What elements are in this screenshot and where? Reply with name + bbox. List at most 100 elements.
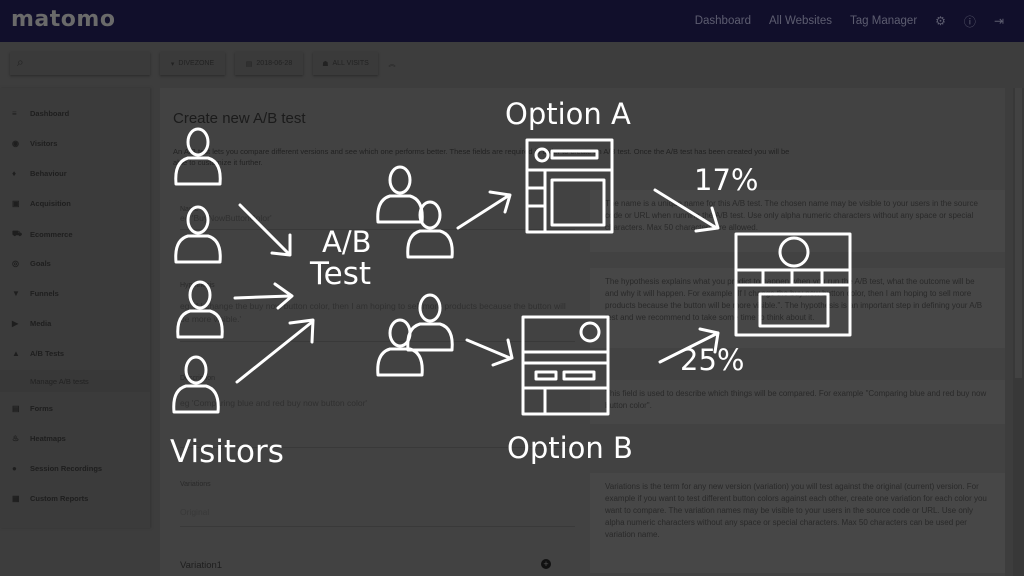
- sidebar: Manage A/B tests ≡ Dashboard ◉ Visitors ♦ Beh…: [0, 88, 150, 528]
- search-icon: ⌕: [17, 55, 24, 69]
- sidebar-item-label: Behaviour: [30, 169, 67, 178]
- sidebar-item-funnels[interactable]: ▼Funnels: [12, 289, 59, 298]
- sidebar-item-visitors[interactable]: ◉ Visitors: [12, 139, 57, 148]
- sidebar-icon: ▶: [12, 319, 19, 328]
- divider: [180, 526, 575, 527]
- sidebar-icon: ◎: [12, 259, 19, 268]
- sidebar-item-label: Acquisition: [30, 199, 71, 208]
- test-label: Test: [309, 256, 371, 292]
- nav-dashboard[interactable]: Dashboard: [694, 15, 751, 27]
- visitor-icons: [172, 127, 454, 414]
- segment-selector[interactable]: ☗ALL VISITS: [313, 52, 378, 75]
- info-icon[interactable]: ⓘ: [963, 14, 976, 29]
- sidebar-item-label: Goals: [30, 259, 51, 268]
- person-icon: [376, 318, 424, 377]
- description-label: Description: [180, 375, 216, 382]
- divider: [180, 341, 575, 342]
- person-icon: [376, 165, 424, 224]
- sidebar-item-label: Ecommerce: [30, 229, 73, 239]
- scrollbar-thumb[interactable]: [1015, 88, 1022, 378]
- option-b-label: Option B: [507, 431, 633, 465]
- toolbar: ⌕ ▾DIVEZONE ▤2018-06-28 ☗ALL VISITS ︽: [0, 52, 1024, 76]
- sidebar-item-label: Custom Reports: [30, 494, 89, 503]
- segment-label: ALL VISITS: [332, 60, 369, 67]
- sidebar-icon: ♦: [12, 169, 17, 178]
- option-b-wireframe: [521, 315, 610, 416]
- add-variation-icon[interactable]: +: [541, 559, 551, 569]
- person-icon: [406, 293, 454, 352]
- scrollbar[interactable]: [1013, 88, 1024, 576]
- person-icon: [174, 205, 222, 264]
- page-title: Create new A/B test: [173, 110, 306, 127]
- sidebar-icon: ▣: [12, 199, 20, 208]
- sidebar-item-label: Forms: [30, 404, 53, 413]
- variations-label: Variations: [180, 481, 211, 488]
- date-label: 2018-06-28: [256, 60, 293, 67]
- person-icon: [172, 355, 220, 414]
- matomo-logo[interactable]: matomo: [11, 7, 116, 32]
- nav-tag-manager[interactable]: Tag Manager: [850, 15, 918, 27]
- search-input[interactable]: ⌕: [10, 52, 150, 75]
- collapse-icon[interactable]: ︽: [388, 60, 396, 68]
- sidebar-item-goals[interactable]: ◎ Goals: [12, 259, 51, 268]
- sidebar-icon: ▼: [12, 289, 20, 298]
- sidebar-icon: ♨: [12, 434, 20, 443]
- sidebar-item-label: Dashboard: [30, 109, 70, 118]
- calendar-icon: ▤: [245, 60, 253, 68]
- sidebar-item-session-recordings[interactable]: ● Session Recordings: [12, 464, 102, 473]
- sidebar-item-a-b-tests[interactable]: ▲ A/B Tests: [12, 349, 64, 358]
- sidebar-subitem-manage-ab-tests[interactable]: Manage A/B tests: [0, 370, 150, 392]
- sidebar-item-label: A/B Tests: [30, 349, 65, 358]
- help-name: The name is a unique name for this A/B t…: [590, 190, 1005, 252]
- sidebar-item-label: Media: [30, 319, 52, 328]
- date-selector[interactable]: ▤2018-06-28: [235, 52, 303, 75]
- site-label: DIVEZONE: [178, 60, 215, 67]
- sidebar-item-dashboard[interactable]: ≡ Dashboard: [12, 109, 69, 118]
- intro-text: An A/B test lets you compare different v…: [173, 147, 790, 167]
- option-b-percent: 25%: [680, 343, 744, 377]
- sidebar-item-media[interactable]: ▶ Media: [12, 319, 51, 328]
- help-variations: Variations is the term for any new versi…: [590, 473, 1005, 573]
- description-input[interactable]: eg 'Comparing blue and red buy now butto…: [180, 398, 368, 408]
- sidebar-item-label: Session Recordings: [30, 464, 103, 473]
- option-a-label: Option A: [505, 97, 631, 131]
- divider: [180, 447, 575, 448]
- logout-icon[interactable]: ⇥: [993, 14, 1004, 28]
- hypothesis-label: Hypothesis: [180, 282, 215, 289]
- sidebar-item-forms[interactable]: ▤ Forms: [12, 404, 53, 413]
- sidebar-item-acquisition[interactable]: ▣ Acquisition: [12, 199, 71, 208]
- winner-wireframe: [734, 232, 852, 337]
- sidebar-item-heatmaps[interactable]: ♨ Heatmaps: [12, 434, 66, 443]
- sidebar-icon: ▲: [12, 349, 20, 358]
- top-nav: Dashboard All Websites Tag Manager ⚙ ⓘ ⇥: [695, 0, 1004, 42]
- sidebar-icon: ⛟: [12, 229, 23, 238]
- site-selector[interactable]: ▾DIVEZONE: [160, 52, 225, 75]
- variation1-input[interactable]: Variation1: [180, 560, 223, 571]
- sidebar-icon: ●: [12, 464, 17, 473]
- sidebar-icon: ◉: [12, 139, 19, 148]
- sidebar-icon: ▤: [12, 404, 20, 413]
- caret-icon: ▾: [170, 60, 175, 68]
- sidebar-item-label: Heatmaps: [30, 434, 66, 443]
- hypothesis-input[interactable]: eg 'If I change the buy now button color…: [180, 301, 566, 324]
- name-label: Name: [180, 206, 199, 213]
- person-icon: [176, 280, 224, 339]
- users-icon: ☗: [322, 60, 329, 68]
- arrows: [233, 188, 720, 384]
- sidebar-item-behaviour[interactable]: ♦ Behaviour: [12, 169, 67, 178]
- visitors-label: Visitors: [170, 434, 284, 470]
- top-bar: matomo Dashboard All Websites Tag Manage…: [0, 0, 1024, 42]
- person-icon: [174, 127, 222, 186]
- nav-all-websites[interactable]: All Websites: [768, 15, 833, 27]
- sidebar-item-custom-reports[interactable]: ▦Custom Reports: [12, 494, 88, 503]
- option-a-percent: 17%: [694, 163, 758, 197]
- sidebar-item-ecommerce[interactable]: ⛟ Ecommerce: [12, 229, 73, 239]
- help-description: This field is used to describe which thi…: [590, 380, 1005, 424]
- name-input[interactable]: eg 'BuyNowButtonColor': [180, 213, 272, 223]
- gear-icon[interactable]: ⚙: [935, 14, 946, 28]
- ab-label: A/B: [322, 225, 372, 259]
- sidebar-icon: ≡: [12, 109, 17, 118]
- sidebar-item-label: Visitors: [30, 139, 58, 148]
- original-variation: Original: [180, 507, 210, 517]
